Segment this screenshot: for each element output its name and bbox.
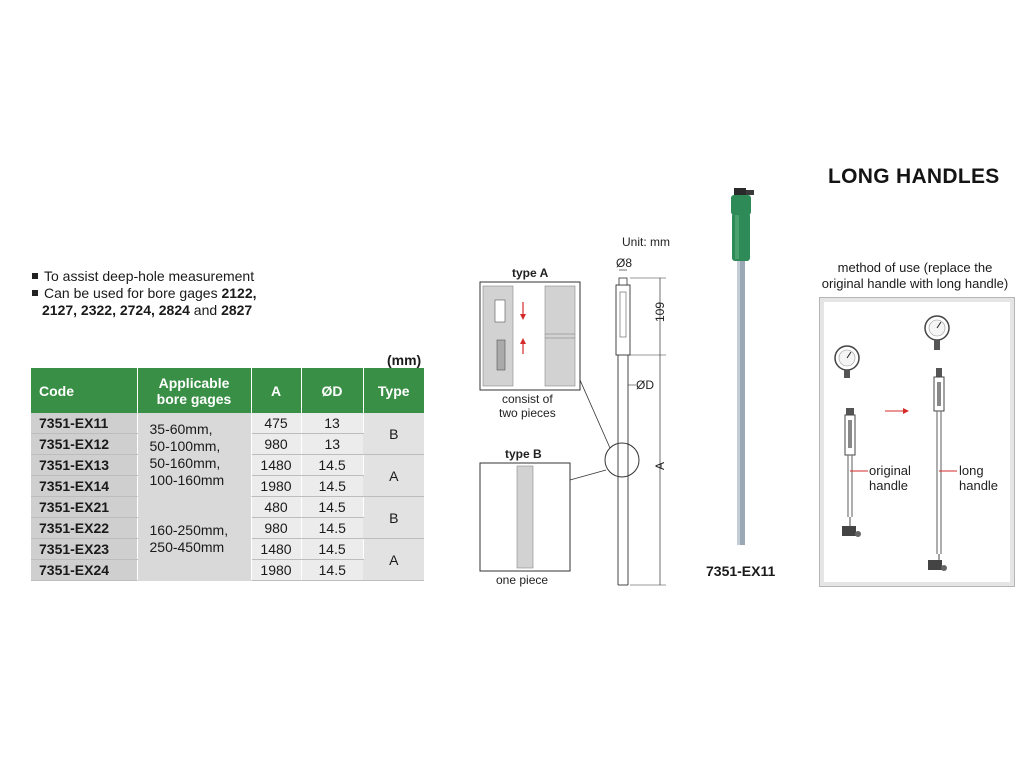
cell-applicable-group-1: 35-60mm, 50-100mm, 50-160mm, 100-160mm [137, 413, 252, 497]
type-a-detail [479, 281, 581, 391]
cell-a: 1480 [251, 538, 302, 560]
cell-a: 475 [251, 413, 302, 434]
cell-type: A [363, 538, 424, 581]
original-handle-icon [842, 408, 861, 537]
product-code-label: 7351-EX11 [706, 563, 776, 579]
cell-code: 7351-EX22 [31, 517, 138, 539]
cell-code: 7351-EX11 [31, 413, 138, 434]
cell-a: 980 [251, 517, 302, 539]
cell-d: 14.5 [301, 454, 364, 476]
table-row: 7351-EX12 980 13 [31, 433, 424, 455]
cell-d: 14.5 [301, 517, 363, 539]
cell-d: 13 [301, 413, 364, 434]
cell-d: 14.5 [301, 538, 364, 560]
feature-list: To assist deep-hole measurement Can be u… [30, 268, 257, 319]
cell-a: 480 [251, 496, 302, 518]
table-row: 7351-EX21 160-250mm, 250-450mm 480 14.5 … [31, 496, 424, 581]
dim-diameter-d: ØD [636, 378, 654, 392]
header-d: ØD [301, 368, 364, 413]
bullet-square-icon [32, 290, 38, 297]
dial-gauge-icon [834, 345, 860, 378]
cell-a: 1980 [251, 475, 302, 497]
header-code: Code [31, 368, 138, 413]
cell-code: 7351-EX12 [31, 433, 138, 455]
label-long-line1: long [959, 463, 984, 478]
header-a: A [251, 368, 302, 413]
cell-a: 1480 [251, 454, 302, 476]
handle-outline [615, 277, 631, 586]
feature-item-continued: 2127, 2322, 2724, 2824 and 2827 [42, 302, 253, 318]
cell-type: A [363, 454, 424, 497]
cell-code: 7351-EX13 [31, 454, 138, 476]
cell-applicable-group-2: 160-250mm, 250-450mm [137, 496, 252, 581]
cell-code: 7351-EX24 [31, 559, 138, 581]
bullet-square-icon [32, 273, 38, 280]
long-handle-icon [928, 368, 947, 571]
cell-a: 980 [251, 433, 302, 455]
dim-a: A [653, 462, 667, 470]
cell-code: 7351-EX14 [31, 475, 138, 497]
cell-d: 14.5 [301, 496, 364, 518]
cell-d: 14.5 [301, 559, 363, 581]
feature-item: Can be used for bore gages 2122, [30, 285, 257, 302]
cell-code: 7351-EX23 [31, 538, 138, 560]
dim-diameter-8: Ø8 [616, 256, 632, 270]
cell-d: 14.5 [301, 475, 363, 497]
type-a-label: type A [512, 266, 549, 280]
type-b-label: type B [505, 447, 542, 461]
header-type: Type [363, 368, 424, 413]
table-row: 7351-EX24 1980 14.5 [31, 559, 424, 581]
table-row: 7351-EX14 1980 14.5 [31, 475, 424, 497]
dial-gauge-on-long-handle-icon [924, 315, 950, 350]
cell-code: 7351-EX21 [31, 496, 138, 518]
magnifier-circle [604, 442, 640, 478]
drawing-unit-label: Unit: mm [622, 235, 670, 249]
long-handle-product-image [731, 188, 754, 545]
cell-type: B [363, 496, 424, 539]
cell-d: 13 [301, 433, 363, 455]
table-row: 7351-EX22 980 14.5 [31, 517, 424, 539]
cell-type: B [363, 413, 424, 455]
method-caption: method of use (replace the original hand… [821, 260, 1009, 291]
feature-item: To assist deep-hole measurement [30, 268, 257, 285]
page-title: LONG HANDLES [828, 165, 1000, 188]
label-long-line2: handle [959, 478, 998, 493]
type-a-note-line1: consist of [502, 392, 553, 406]
method-of-use-panel: original handle long handle [819, 297, 1015, 587]
label-original-line2: handle [869, 478, 908, 493]
table-row: 7351-EX13 1480 14.5 A [31, 454, 424, 497]
table-row: 7351-EX23 1480 14.5 A [31, 538, 424, 581]
arrow-right-icon [903, 408, 909, 414]
cell-a: 1980 [251, 559, 302, 581]
type-b-detail [479, 462, 571, 572]
type-b-note: one piece [496, 573, 548, 587]
type-a-note-line2: two pieces [499, 406, 556, 420]
table-row: 7351-EX11 35-60mm, 50-100mm, 50-160mm, 1… [31, 413, 424, 497]
method-illustration: original handle long handle [834, 315, 998, 571]
table-unit: (mm) [387, 352, 422, 368]
dim-109: 109 [653, 302, 667, 322]
label-original-line1: original [869, 463, 911, 478]
handle-dimension-drawing: Unit: mm type A consist of two pieces ty… [479, 235, 670, 587]
